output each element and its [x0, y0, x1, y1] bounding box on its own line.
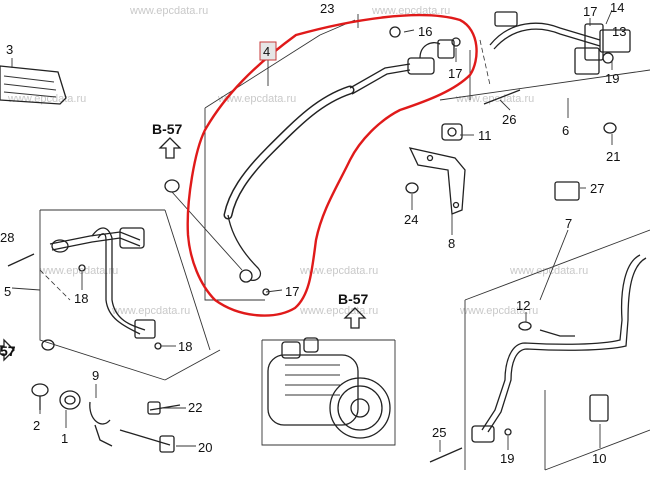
- discharge-hose-part: [223, 39, 455, 283]
- callout-16: 16: [418, 24, 432, 39]
- callout-18: 18: [178, 339, 192, 354]
- callout-11: 11: [478, 128, 492, 143]
- part-4-box: [259, 41, 277, 61]
- callout-7: 7: [565, 216, 572, 231]
- assembly-boxes: [39, 19, 650, 471]
- callout-28: 28: [0, 230, 14, 245]
- callout-5: 5: [4, 284, 11, 299]
- callout-1: 1: [61, 431, 68, 446]
- callout-4: 4: [263, 44, 270, 59]
- watermark: www.epcdata.ru: [129, 5, 208, 17]
- leader-lines: [11, 9, 613, 452]
- watermark: www.epcdata.ru: [299, 305, 378, 317]
- callout-23: 23: [320, 1, 334, 16]
- reference-arrows: [0, 137, 367, 362]
- liquid-pipe-part: [49, 227, 156, 339]
- reference-labels: B-57 B-57 57: [0, 121, 369, 359]
- callout-19: 19: [500, 451, 514, 466]
- callout-9: 9: [92, 368, 99, 383]
- suction-pipe-part: [489, 11, 631, 75]
- watermark: www.epcdata.ru: [455, 93, 534, 105]
- watermark: www.epcdata.ru: [111, 305, 190, 317]
- valve-part: [441, 123, 463, 141]
- callout-14: 14: [610, 0, 624, 15]
- callout-2: 2: [33, 418, 40, 433]
- watermark: www.epcdata.ru: [217, 93, 296, 105]
- callout-6: 6: [562, 123, 569, 138]
- label-plate-part: [0, 65, 67, 105]
- highlight-outline: [186, 13, 478, 317]
- callout-17: 17: [285, 284, 299, 299]
- watermark: www.epcdata.ru: [39, 265, 118, 277]
- callout-3: 3: [6, 42, 13, 57]
- ref-b57-top: B-57: [152, 121, 183, 137]
- watermarks: www.epcdata.ru www.epcdata.ru www.epcdat…: [7, 5, 588, 317]
- fasteners: [7, 26, 617, 463]
- callouts: 3 4 23 16 17 17 14 13 19 11 6 26 21 27 2…: [0, 0, 626, 466]
- watermark: www.epcdata.ru: [459, 305, 538, 317]
- callout-10: 10: [592, 451, 606, 466]
- callout-24: 24: [404, 212, 418, 227]
- bracket-part: [408, 147, 466, 215]
- callout-25: 25: [432, 425, 446, 440]
- callout-21: 21: [606, 149, 620, 164]
- ref-b57-mid: B-57: [338, 291, 369, 307]
- callout-13: 13: [612, 24, 626, 39]
- watermark: www.epcdata.ru: [509, 265, 588, 277]
- callout-19: 19: [605, 71, 619, 86]
- callout-18: 18: [74, 291, 88, 306]
- callout-26: 26: [502, 112, 516, 127]
- lower-pipe-part: [471, 181, 647, 443]
- ref-b57-left: 57: [0, 343, 16, 359]
- callout-22: 22: [188, 400, 202, 415]
- callout-12: 12: [516, 298, 530, 313]
- callout-17: 17: [583, 4, 597, 19]
- callout-20: 20: [198, 440, 212, 455]
- compressor-part: [267, 337, 391, 439]
- small-parts-left: [31, 383, 181, 453]
- watermark: www.epcdata.ru: [371, 5, 450, 17]
- watermark: www.epcdata.ru: [299, 265, 378, 277]
- callout-8: 8: [448, 236, 455, 251]
- callout-27: 27: [590, 181, 604, 196]
- callout-17: 17: [448, 66, 462, 81]
